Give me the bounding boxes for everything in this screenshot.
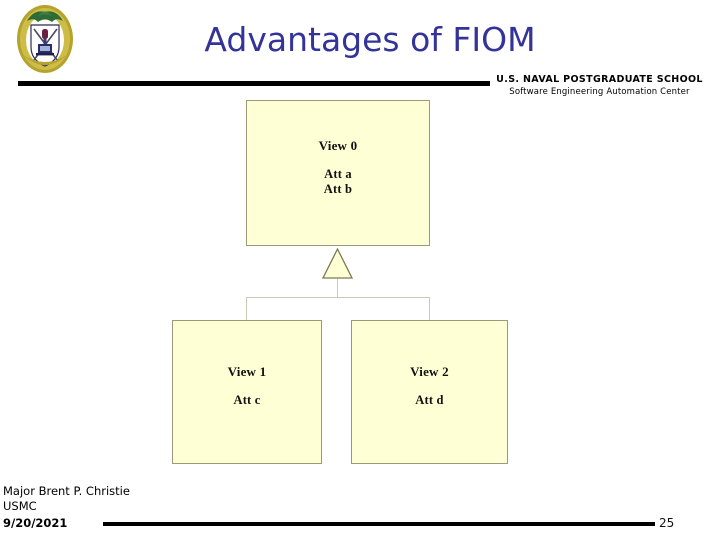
connector-horizontal-bar — [246, 297, 430, 298]
footer-organization: USMC — [3, 499, 37, 513]
uml-attribute: Att a — [324, 166, 352, 181]
connector-vertical-trunk — [337, 279, 338, 298]
uml-attribute: Att c — [233, 393, 261, 407]
uml-class-box-view2[interactable]: View 2 Att d — [351, 320, 508, 464]
uml-attribute: Att b — [323, 181, 353, 196]
footer-divider — [103, 522, 655, 526]
uml-attribute: Att d — [415, 393, 444, 407]
connector-branch-left — [246, 297, 247, 320]
uml-attribute-list: Att a Att b — [324, 167, 352, 197]
uml-class-name: View 0 — [318, 137, 358, 153]
uml-class-name: View 1 — [227, 364, 267, 379]
page-number: 25 — [659, 516, 675, 530]
page-title: Advantages of FIOM — [204, 20, 536, 59]
nps-seal-logo — [14, 3, 76, 75]
generalization-triangle-icon — [321, 247, 354, 280]
school-name: U.S. NAVAL POSTGRADUATE SCHOOL — [496, 74, 703, 85]
footer-author: Major Brent P. Christie — [3, 484, 130, 498]
footer-date: 9/20/2021 — [3, 516, 68, 530]
uml-attribute-list: Att d — [415, 393, 443, 408]
uml-class-name: View 2 — [410, 364, 449, 379]
header-divider — [18, 81, 490, 86]
uml-class-box-view1[interactable]: View 1 Att c — [172, 320, 322, 464]
connector-branch-right — [429, 297, 430, 320]
school-subtitle: Software Engineering Automation Center — [509, 87, 690, 97]
school-identity-block: U.S. NAVAL POSTGRADUATE SCHOOL Software … — [492, 74, 707, 98]
uml-attribute-list: Att c — [233, 393, 260, 408]
uml-class-box-view0[interactable]: View 0 Att a Att b — [246, 100, 430, 246]
